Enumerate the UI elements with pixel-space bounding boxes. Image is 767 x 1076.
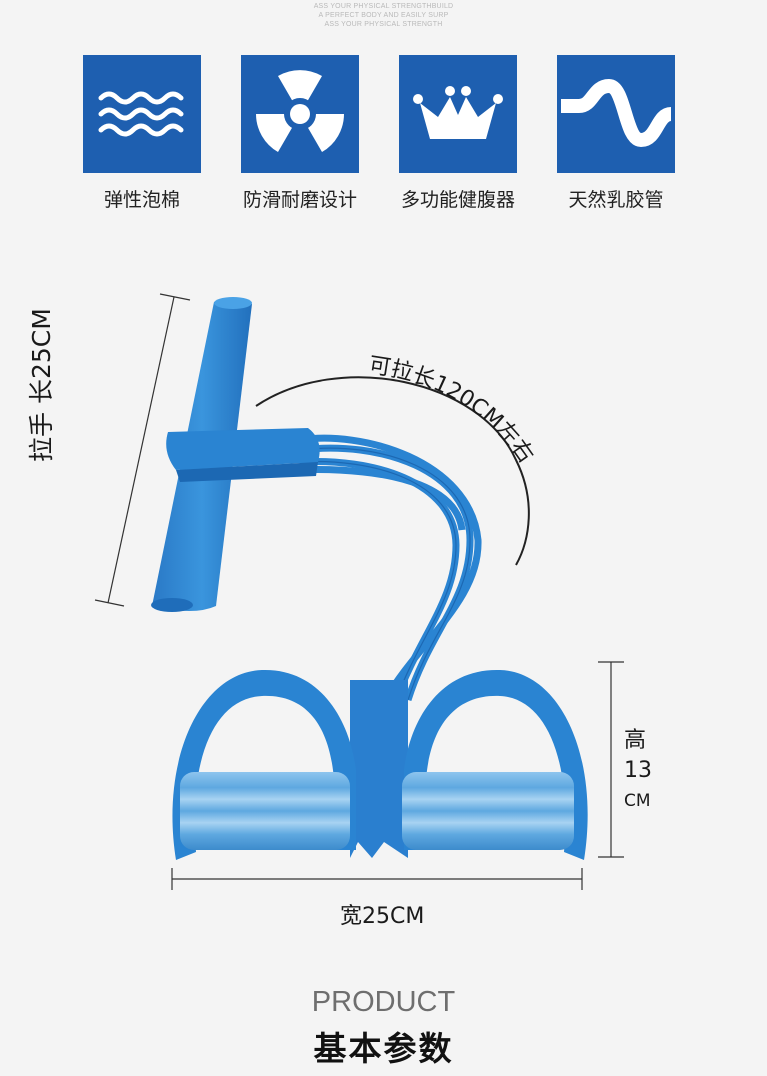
width-label: 宽25CM [340, 904, 425, 929]
feature-label: 防滑耐磨设计 [242, 189, 357, 211]
wave-tube-icon [557, 55, 675, 173]
tagline-line-3: ASS YOUR PHYSICAL STRENGTH [324, 21, 443, 28]
waves-icon [83, 55, 201, 173]
top-tagline: ASS YOUR PHYSICAL STRENGTHBUILD A PERFEC… [0, 2, 767, 29]
height-label-title: 高 [624, 728, 647, 753]
feature-row: 弹性泡棉 防滑耐磨设计 [0, 55, 767, 215]
anti-slip-icon [241, 55, 359, 173]
right-foot-loop [402, 669, 588, 860]
height-dimension-line [598, 661, 624, 858]
section-title-chinese: 基本参数 [313, 1029, 454, 1068]
stretch-arc [255, 376, 530, 566]
feature-elastic-foam: 弹性泡棉 [72, 55, 212, 212]
latex-tubes [297, 434, 482, 702]
tagline-line-1: ASS YOUR PHYSICAL STRENGTHBUILD [313, 3, 454, 10]
feature-anti-slip: 防滑耐磨设计 [230, 55, 370, 212]
feature-label: 天然乳胶管 [568, 189, 664, 211]
width-dimension-line [171, 868, 583, 890]
left-foot-loop [172, 669, 356, 860]
crown-icon [399, 55, 517, 173]
center-clip [350, 680, 408, 858]
feature-label: 弹性泡棉 [103, 189, 180, 211]
height-label-unit: CM [624, 791, 651, 811]
tagline-line-2: A PERFECT BODY AND EASILY SURP [318, 12, 449, 19]
section-title-english: PRODUCT [311, 986, 456, 1018]
feature-latex-tube: 天然乳胶管 [546, 55, 686, 212]
handle-length-label: 拉手 长25CM [27, 308, 56, 462]
feature-label: 多功能健腹器 [400, 189, 515, 211]
height-label: 高 13 CM [624, 726, 652, 816]
feature-multifunction: 多功能健腹器 [388, 55, 528, 212]
handle-grip [151, 297, 320, 612]
handle-dimension-line [94, 293, 191, 607]
height-label-value: 13 [624, 758, 652, 783]
